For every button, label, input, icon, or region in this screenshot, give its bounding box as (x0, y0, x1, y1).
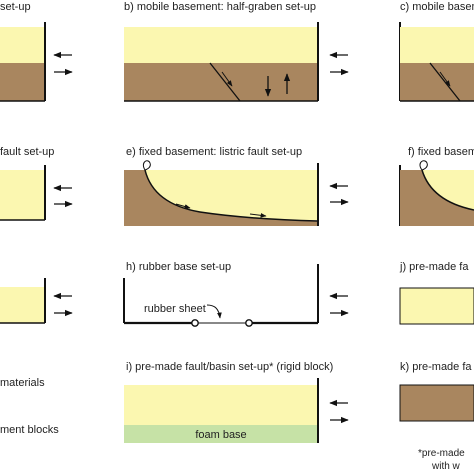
panel-a: set-up (0, 1, 73, 102)
panel-i-foam-base (124, 425, 318, 443)
footnote-line-2: with w (431, 461, 461, 472)
panel-e-listric-fault (144, 169, 319, 222)
panel-a-title: set-up (0, 1, 31, 13)
panel-c: c) mobile basement (399, 1, 474, 102)
panel-h-hinge-right (245, 319, 253, 327)
panel-h-rubber-label: rubber sheet (144, 303, 206, 315)
panel-c-slip-arrow (439, 71, 451, 87)
panel-i-sand-layer (124, 385, 318, 425)
panel-c-basement (400, 63, 474, 101)
panel-d: fault set-up (0, 146, 73, 221)
panel-i-title: i) pre-made fault/basin set-up* (rigid b… (126, 361, 333, 373)
panel-e-slip-arrow-2 (249, 212, 267, 218)
panel-e-fault-tip (142, 160, 151, 171)
panel-b-sand-layer (124, 27, 318, 63)
panel-c-title: c) mobile basement (400, 1, 474, 13)
panel-b-slip-arrow (221, 71, 233, 87)
panel-g (0, 278, 73, 324)
panel-i: i) pre-made fault/basin set-up* (rigid b… (124, 361, 349, 443)
panel-f-listric-fault (421, 169, 474, 211)
legend-item-basement-blocks: ment blocks (0, 424, 59, 436)
panel-h-rubber-pointer (206, 304, 222, 319)
panel-a-sand-layer (0, 27, 45, 63)
legend-item-materials: materials (0, 377, 45, 389)
panel-j: j) pre-made fa (399, 261, 474, 325)
panel-e-title: e) fixed basement: listric fault set-up (126, 146, 302, 158)
panel-c-sand-layer (400, 27, 474, 63)
panel-i-foam-label: foam base (195, 429, 246, 441)
panel-a-basement (0, 63, 45, 101)
panel-j-sand-block (399, 287, 474, 325)
panel-d-title: fault set-up (0, 146, 54, 158)
legend: materials ment blocks (0, 377, 59, 436)
panel-k-rigid-block (399, 384, 474, 422)
panel-b-title: b) mobile basement: half-graben set-up (124, 1, 316, 13)
panel-k-title: k) pre-made fa (400, 361, 472, 373)
panel-e-slip-arrow-1 (175, 203, 191, 209)
footnote-line-1: *pre-made (418, 448, 465, 459)
panel-b-basement (124, 63, 318, 101)
panel-k: k) pre-made fa (399, 361, 474, 422)
panel-h-hinge-left (191, 319, 199, 327)
panel-e: e) fixed basement: listric fault set-up (124, 146, 349, 226)
panel-f-title: f) fixed basemen (408, 146, 474, 158)
panel-f-fault-tip (419, 160, 428, 171)
footnote: *pre-made with w (418, 448, 465, 472)
panel-d-sand-layer (0, 170, 45, 220)
panel-h: h) rubber base set-up rubber sheet (123, 261, 349, 327)
panel-g-sand-layer (0, 287, 45, 323)
panel-h-title: h) rubber base set-up (126, 261, 231, 273)
panel-b-fault (209, 62, 241, 102)
panel-b: b) mobile basement: half-graben set-up (124, 1, 349, 102)
panel-e-fixed-basement (124, 170, 318, 226)
panel-f: f) fixed basemen (399, 146, 474, 226)
panel-f-fixed-basement (400, 170, 474, 226)
panel-j-title: j) pre-made fa (399, 261, 469, 273)
